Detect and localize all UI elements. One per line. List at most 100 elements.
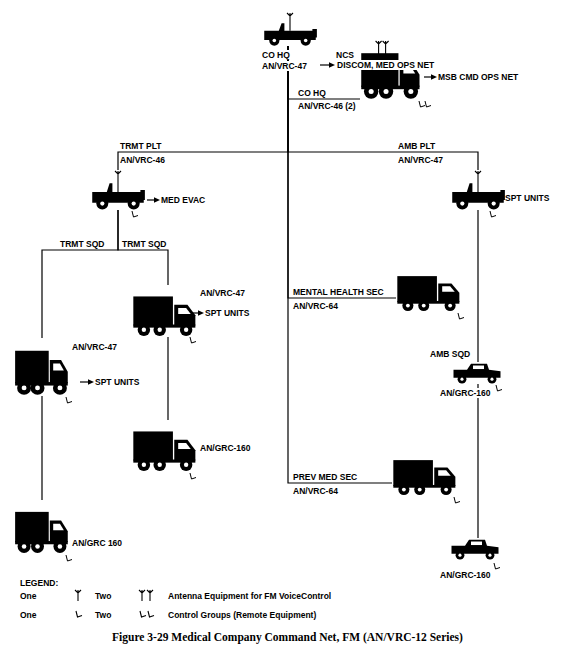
jeep-spare bbox=[312, 29, 316, 38]
vehicle-wheel bbox=[379, 84, 393, 98]
radio-set-label: AN/GRC 160 bbox=[72, 538, 122, 548]
wheel-hub bbox=[406, 304, 410, 308]
vehicle-drawing bbox=[393, 460, 455, 495]
truck-cab bbox=[174, 440, 195, 461]
net-arrow-heads bbox=[88, 62, 504, 385]
net-link bbox=[118, 210, 168, 285]
wheel-hub bbox=[460, 202, 464, 206]
legend-heading: LEGEND: bbox=[20, 578, 58, 588]
net-arrow-shaft bbox=[424, 76, 432, 77]
vehicle-node: PREV MED SECAN/VRC-64 bbox=[392, 450, 458, 496]
vehicle-wheel bbox=[53, 540, 66, 553]
vehicle-wheel bbox=[138, 323, 150, 335]
radio-set-label: AN/VRC-47 bbox=[72, 342, 117, 352]
vehicle-wheel bbox=[138, 458, 150, 470]
net-arrow-head bbox=[88, 379, 94, 385]
truck-cab bbox=[174, 305, 195, 326]
vehicle-wheel bbox=[456, 551, 465, 560]
control-group-symbol bbox=[494, 563, 500, 569]
vehicle-wheel bbox=[128, 198, 140, 210]
vehicle-icon bbox=[90, 170, 146, 210]
radio-set-label: AN/VRC-64 bbox=[293, 301, 338, 311]
vehicle-wheel bbox=[441, 484, 452, 495]
net-arrow-shaft bbox=[147, 199, 155, 200]
vehicle-node: AMB PLTAN/VRC-47 bbox=[450, 170, 506, 210]
net-link bbox=[42, 210, 118, 338]
unit-label: PREV MED SEC bbox=[293, 472, 357, 482]
radio-set-label: AN/GRC-160 bbox=[440, 388, 491, 398]
vehicle-wheel bbox=[53, 381, 67, 395]
net-arrow-head bbox=[329, 62, 335, 68]
vehicle-wheel bbox=[364, 84, 378, 98]
vehicle-node: TRMT PLTAN/VRC-46 bbox=[90, 170, 146, 210]
vehicle-wheel bbox=[18, 540, 31, 553]
wheel-hub bbox=[57, 385, 62, 390]
wheel-hub bbox=[273, 39, 277, 43]
wheel-hub bbox=[488, 554, 491, 557]
vehicle-wheel bbox=[414, 484, 425, 495]
net-arrow-shaft bbox=[320, 64, 330, 65]
vehicle-node: AN/GRC-160 bbox=[450, 538, 500, 560]
wheel-hub bbox=[460, 378, 463, 381]
truck-window bbox=[442, 286, 455, 292]
vehicle-node: TRMT SQDAN/VRC-47 bbox=[14, 338, 70, 396]
vehicle-wheel bbox=[153, 458, 165, 470]
vehicle-wheel bbox=[153, 323, 165, 335]
wheel-hub bbox=[58, 544, 63, 549]
vehicle-icon bbox=[14, 500, 70, 554]
control-group-symbol bbox=[66, 397, 72, 403]
truck-cab bbox=[434, 467, 455, 485]
vehicle-wheel bbox=[488, 375, 497, 384]
vehicle-wheel bbox=[486, 551, 495, 560]
antenna-symbol bbox=[139, 590, 153, 601]
wheel-hub bbox=[418, 488, 422, 492]
truck-shelter bbox=[393, 460, 433, 486]
net-arrow-shaft bbox=[80, 381, 89, 382]
control-group-symbol bbox=[76, 611, 82, 617]
control-group-symbol bbox=[66, 555, 72, 561]
antenna-mast bbox=[287, 13, 293, 31]
wheel-hub bbox=[158, 463, 162, 467]
vehicle-node: AN/GRC 160 bbox=[14, 500, 70, 554]
vehicle-wheel bbox=[404, 84, 418, 98]
truck-shelter bbox=[15, 512, 49, 542]
control-group-symbol bbox=[132, 211, 138, 217]
antenna-mast bbox=[376, 41, 382, 54]
wheel-hub bbox=[422, 304, 426, 308]
wheel-hub bbox=[369, 89, 374, 94]
control-group-symbol bbox=[490, 211, 496, 217]
antenna-mast bbox=[475, 171, 481, 192]
radio-set-label: AN/VRC-47 bbox=[262, 61, 307, 71]
unit-label: AMB PLT bbox=[398, 141, 435, 151]
truck-shelter bbox=[397, 276, 437, 302]
control-group-symbol bbox=[190, 473, 196, 479]
wheel-hub bbox=[22, 385, 27, 390]
vehicle-wheel bbox=[488, 198, 500, 210]
vehicle-wheel bbox=[445, 300, 456, 311]
antenna-mast bbox=[383, 41, 389, 54]
antenna-mast bbox=[115, 171, 121, 192]
vehicle-node: NCSCO HQAN/VRC-46 (2) bbox=[360, 40, 422, 100]
vehicle-node: AN/GRC-160 bbox=[132, 420, 198, 472]
net-link bbox=[288, 46, 392, 483]
legend-count: One bbox=[20, 610, 37, 620]
vehicle-drawing bbox=[92, 171, 145, 210]
radio-set-label: AN/GRC-160 bbox=[440, 570, 491, 580]
unit-label: CO HQ bbox=[298, 88, 326, 98]
vehicle-drawing bbox=[397, 276, 459, 311]
vehicle-wheel bbox=[301, 35, 311, 45]
truck-cab bbox=[50, 360, 68, 383]
vehicle-wheel bbox=[17, 381, 31, 395]
vehicle-icon bbox=[132, 420, 198, 472]
radio-set-label: AN/VRC-46 bbox=[120, 155, 165, 165]
truck-window bbox=[178, 443, 191, 449]
vehicle-node: CO HQAN/VRC-47 bbox=[262, 12, 318, 46]
wheel-hub bbox=[304, 39, 308, 43]
wheel-hub bbox=[492, 202, 496, 206]
net-arrow-head bbox=[198, 310, 204, 316]
radio-set-label: AN/VRC-47 bbox=[398, 155, 443, 165]
wheel-hub bbox=[458, 554, 461, 557]
truck-cab bbox=[50, 521, 68, 543]
unit-label: TRMT PLT bbox=[120, 141, 161, 151]
